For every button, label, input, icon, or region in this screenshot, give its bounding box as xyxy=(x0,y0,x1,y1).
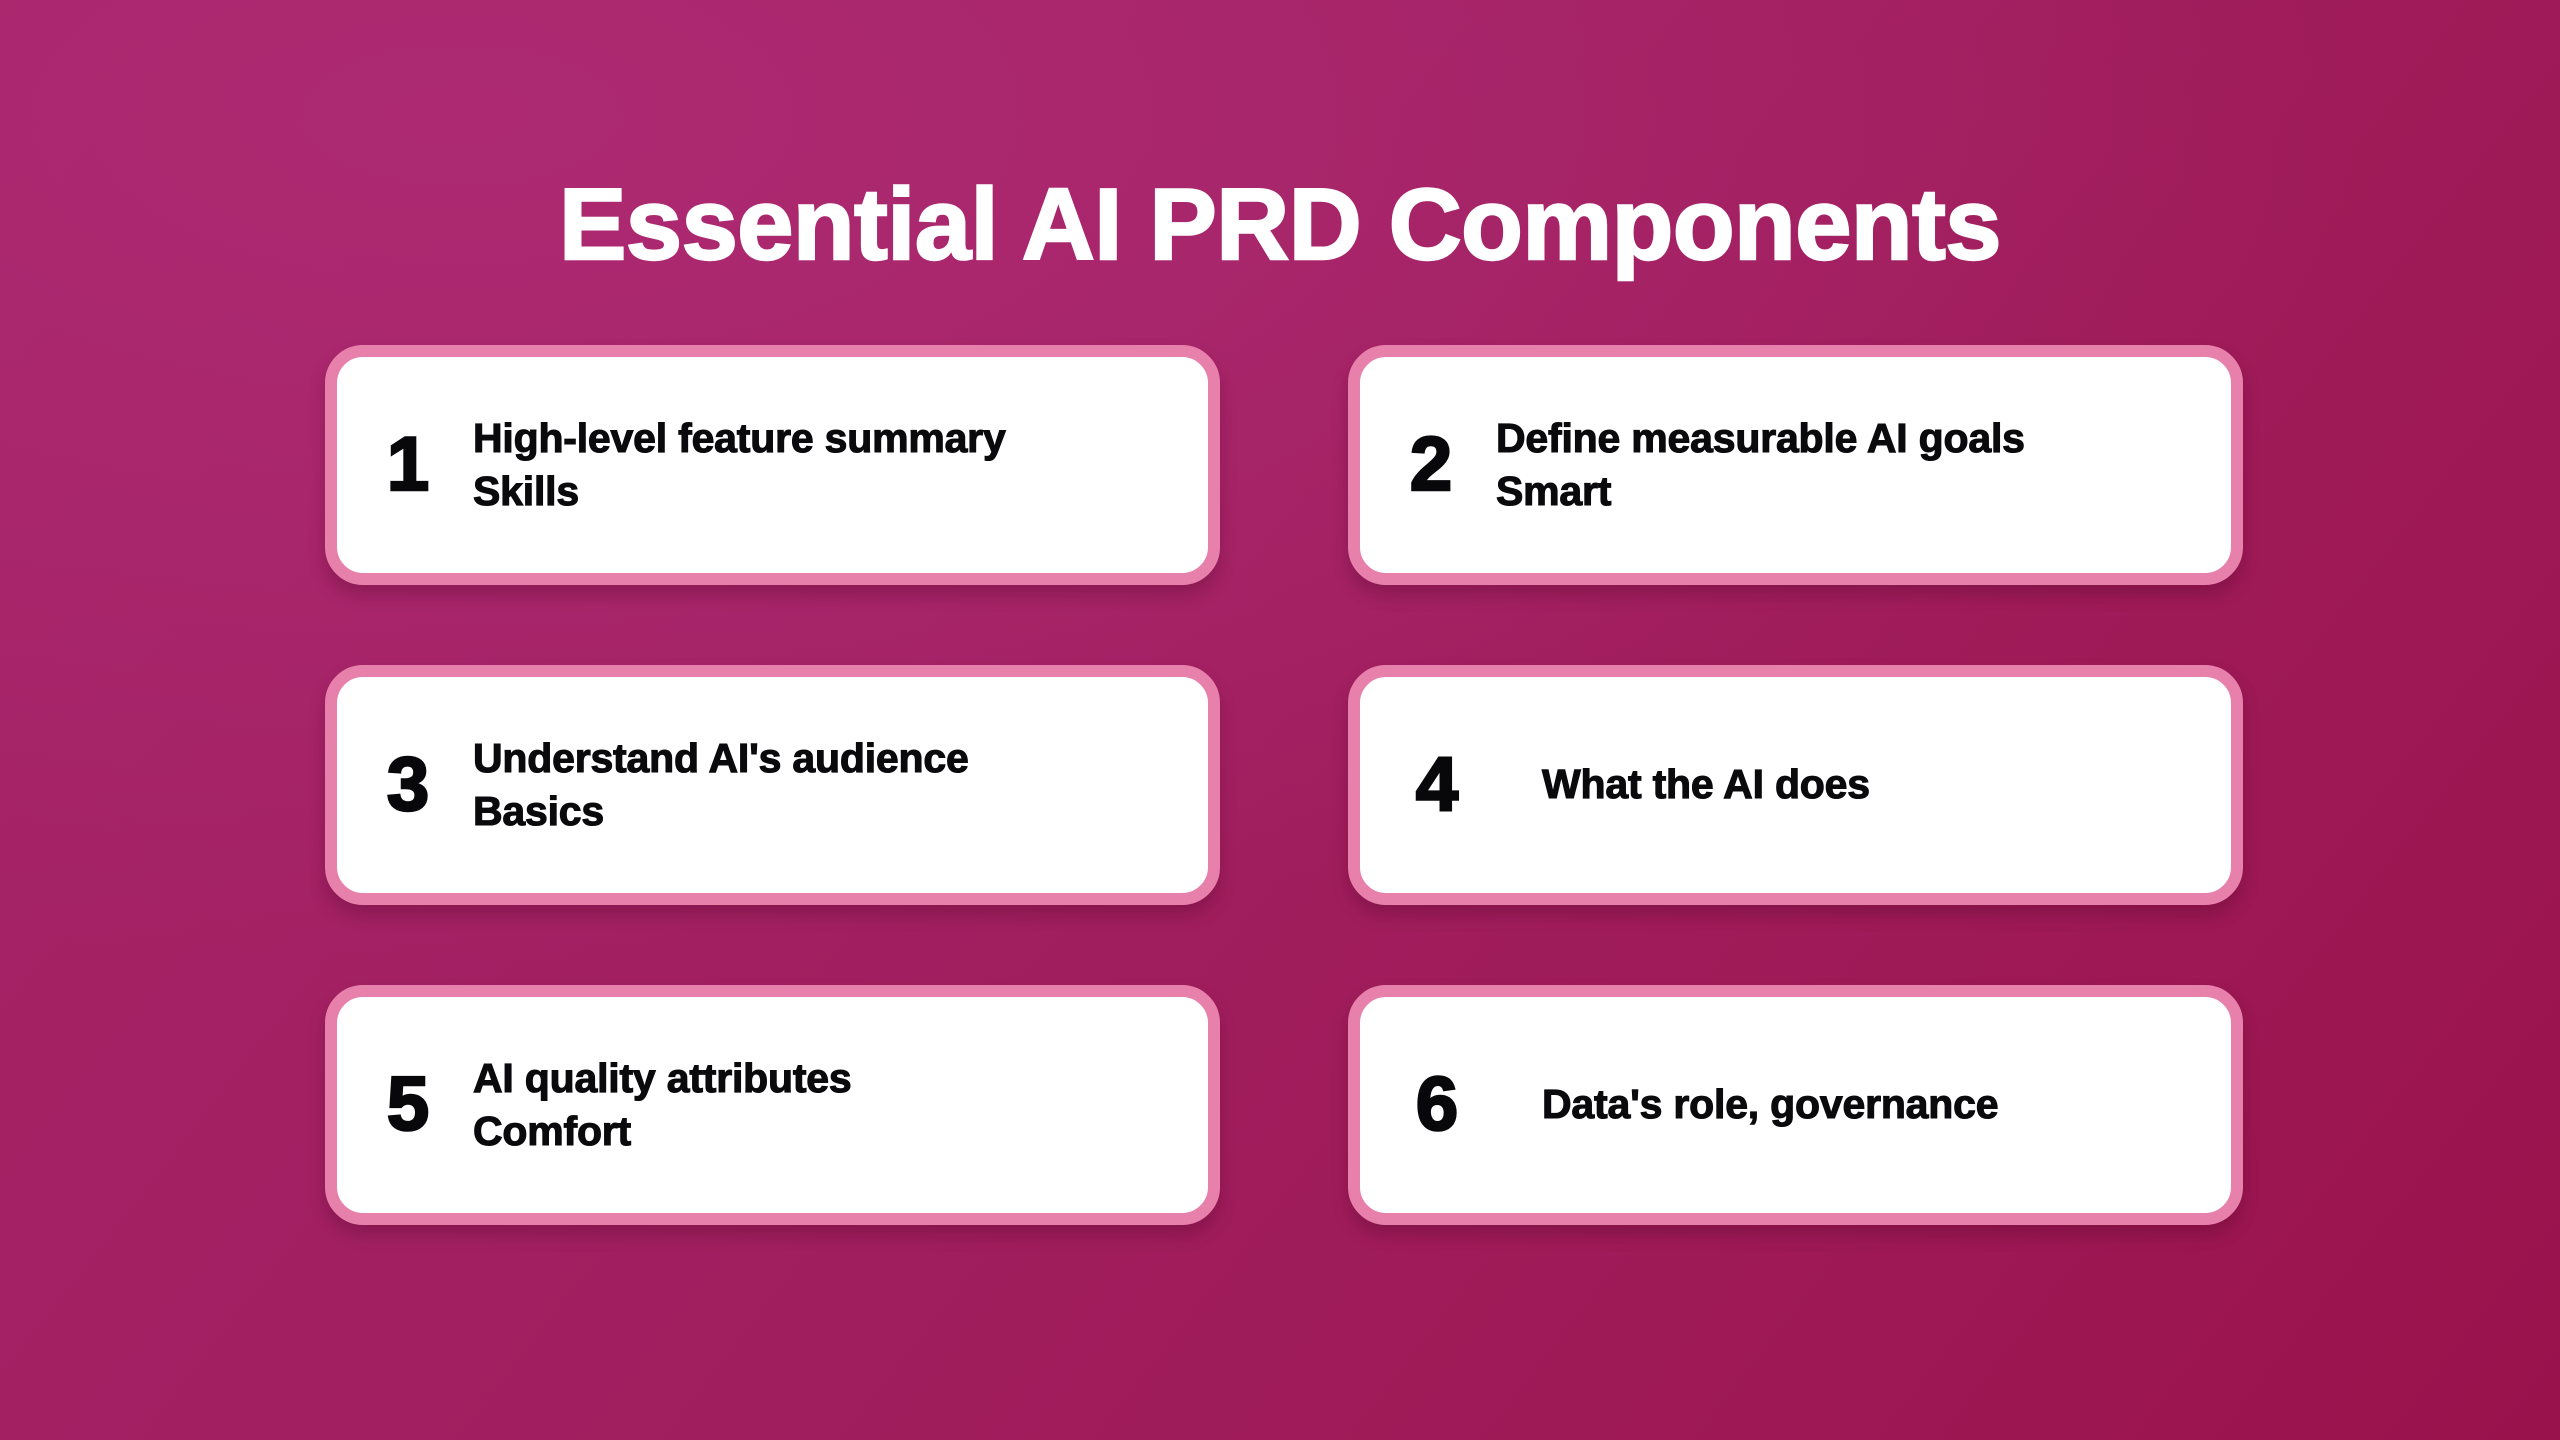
card-label-line2: Comfort xyxy=(472,1107,632,1154)
card-text-2: Define measurable AI goals Smart xyxy=(1495,412,2231,519)
card-number-6: 6 xyxy=(1415,1062,1460,1147)
card-number-1: 1 xyxy=(386,422,431,507)
card-label-line2: Basics xyxy=(472,787,605,834)
card-label-line1: What the AI does xyxy=(1541,761,1870,808)
card-number-5: 5 xyxy=(386,1062,431,1147)
component-card-grid: 1 High-level feature summary Skills 2 De… xyxy=(325,345,2243,1225)
card-text-4: What the AI does xyxy=(1541,758,2231,811)
component-card-3[interactable]: 3 Understand AI's audience Basics xyxy=(325,665,1220,905)
component-card-4[interactable]: 4 What the AI does xyxy=(1348,665,2243,905)
card-number-2: 2 xyxy=(1409,422,1454,507)
card-text-5: AI quality attributes Comfort xyxy=(472,1052,1208,1159)
card-number-4: 4 xyxy=(1415,742,1460,827)
card-text-6: Data's role, governance xyxy=(1541,1078,2231,1131)
card-label-line1: Understand AI's audience xyxy=(472,734,969,781)
title-container: Essential AI PRD Components xyxy=(0,104,2560,345)
card-label-line1: Data's role, governance xyxy=(1541,1081,1999,1128)
component-card-6[interactable]: 6 Data's role, governance xyxy=(1348,985,2243,1225)
card-label-line1: High-level feature summary xyxy=(472,414,1006,461)
card-text-3: Understand AI's audience Basics xyxy=(472,732,1208,839)
card-text-1: High-level feature summary Skills xyxy=(472,412,1208,519)
component-card-2[interactable]: 2 Define measurable AI goals Smart xyxy=(1348,345,2243,585)
card-label-line2: Skills xyxy=(472,467,579,514)
card-label-line1: AI quality attributes xyxy=(472,1054,852,1101)
card-label-line1: Define measurable AI goals xyxy=(1495,414,2025,461)
card-label-line2: Smart xyxy=(1495,467,1612,514)
card-number-3: 3 xyxy=(386,742,431,827)
component-card-5[interactable]: 5 AI quality attributes Comfort xyxy=(325,985,1220,1225)
component-card-1[interactable]: 1 High-level feature summary Skills xyxy=(325,345,1220,585)
page-title: Essential AI PRD Components xyxy=(558,168,2003,281)
